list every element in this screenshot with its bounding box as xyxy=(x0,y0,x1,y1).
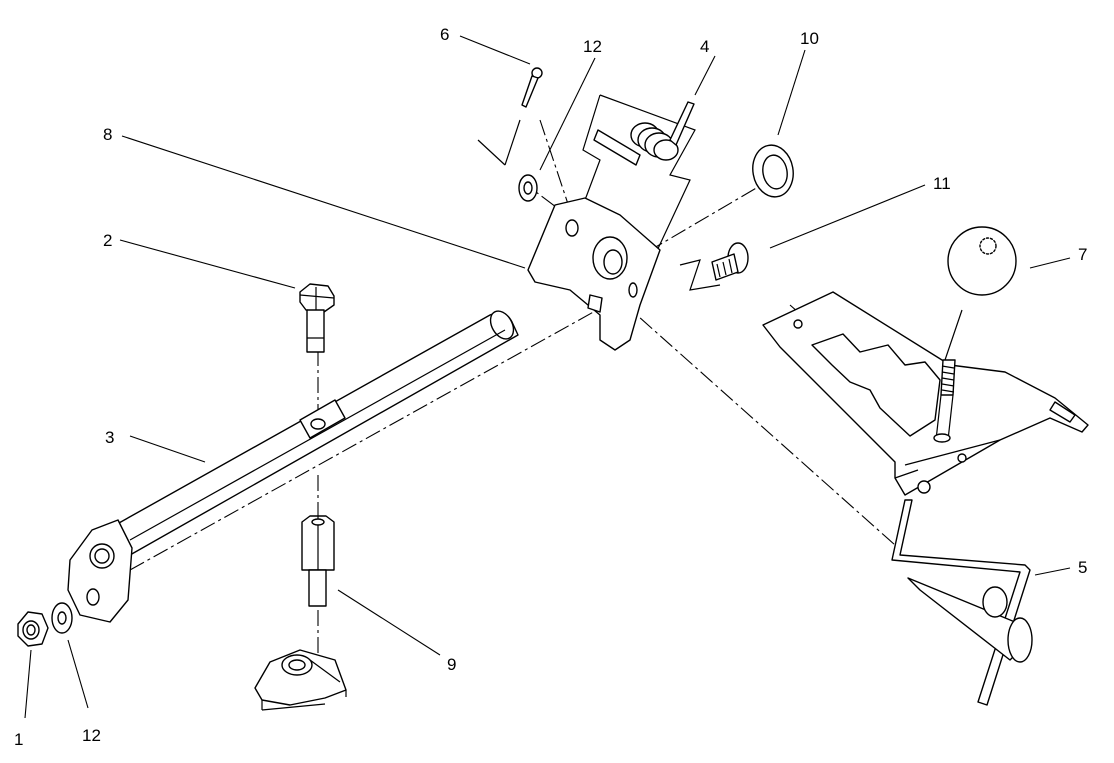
callout-12-upper: 12 xyxy=(583,37,602,56)
bolt xyxy=(299,283,335,353)
shaft-tube xyxy=(67,310,519,623)
callout-11: 11 xyxy=(933,174,951,193)
washer-large xyxy=(752,144,794,198)
leader-lines xyxy=(24,35,1071,719)
callout-3: 3 xyxy=(105,428,114,447)
callout-12-lower: 12 xyxy=(82,726,101,745)
shift-lever xyxy=(891,499,1033,706)
callout-labels: 1 2 3 4 5 6 7 8 9 10 11 12 12 xyxy=(14,25,1087,749)
callout-1: 1 xyxy=(14,730,23,749)
washer-upper xyxy=(518,174,538,202)
torsion-spring xyxy=(593,101,695,166)
callout-6: 6 xyxy=(440,25,449,44)
shift-gate-plate xyxy=(762,291,1089,496)
callout-4: 4 xyxy=(700,37,709,56)
clevis-bracket xyxy=(254,649,347,711)
callout-8: 8 xyxy=(103,125,112,144)
callout-7: 7 xyxy=(1078,245,1087,264)
threaded-rod xyxy=(933,309,963,443)
callout-5: 5 xyxy=(1078,558,1087,577)
washer-lower xyxy=(51,602,73,634)
callout-10: 10 xyxy=(800,29,819,48)
hex-nut xyxy=(17,611,49,647)
pivot-bracket xyxy=(527,197,661,351)
callout-2: 2 xyxy=(103,231,112,250)
spacer-standoff xyxy=(301,515,335,607)
carriage-bolt xyxy=(711,242,749,281)
callout-9: 9 xyxy=(447,655,456,674)
shift-knob xyxy=(947,226,1017,296)
cotter-pin xyxy=(521,67,543,108)
